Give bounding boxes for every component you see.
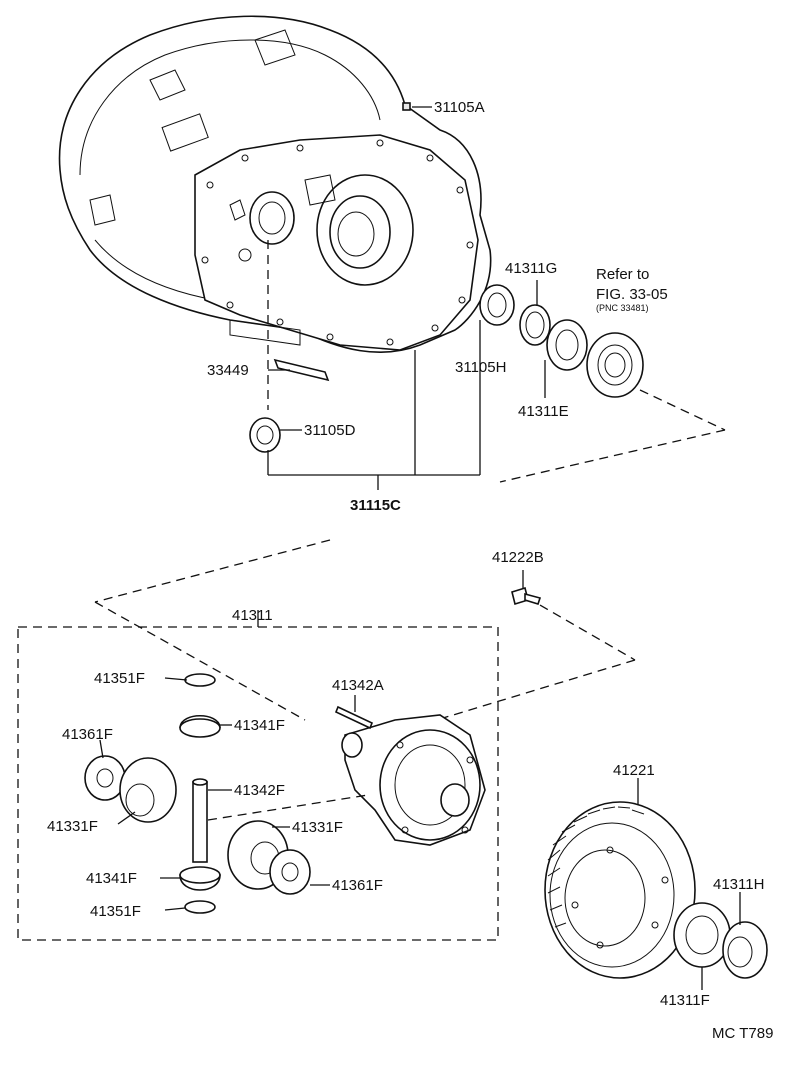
label-refer-fig: FIG. 33-05 [596, 286, 668, 303]
leader-lines-bottom [99, 677, 741, 990]
diagram-code: MC T789 [712, 1025, 773, 1042]
label-31105H: 31105H [455, 359, 506, 376]
dashed-assembly-box-41311 [17, 610, 499, 941]
label-41311G: 41311G [505, 260, 557, 277]
label-41311: 41311 [232, 607, 273, 624]
label-41351F-top: 41351F [94, 670, 145, 687]
pinion-gear-41341F-bottom [179, 866, 221, 891]
bracket-33449 [273, 358, 330, 382]
washer-41351F-top [184, 673, 216, 687]
side-gear-41331F-left [119, 757, 177, 823]
oil-seal-31105H [479, 284, 515, 326]
connector-dashes [94, 539, 636, 726]
part-labels: 31105A 41311G Refer to FIG. 33-05 (PNC 3… [47, 99, 773, 1042]
shim-41311G [519, 304, 551, 346]
pin-41342A [334, 705, 374, 730]
label-31105A: 31105A [434, 99, 485, 116]
label-refer-to: Refer to [596, 266, 649, 283]
transaxle-case [58, 15, 492, 354]
label-31115C: 31115C [350, 497, 401, 514]
washer-41361F-left [84, 755, 126, 801]
label-41331F-left: 41331F [47, 818, 98, 835]
oil-seal-31105D [249, 417, 281, 453]
label-41361F-right: 41361F [332, 877, 383, 894]
label-refer-pnc: (PNC 33481) [596, 303, 649, 313]
label-41341F-bottom: 41341F [86, 870, 137, 887]
ring-gear-41221 [544, 801, 696, 979]
label-31105D: 31105D [304, 422, 356, 439]
label-41222B: 41222B [492, 549, 544, 566]
bolt-41222B [511, 570, 542, 606]
label-41311H: 41311H [713, 876, 764, 893]
label-41331F-right: 41331F [292, 819, 343, 836]
bearing-33-05 [586, 332, 644, 398]
label-41351F-bottom: 41351F [90, 903, 141, 920]
differential-case [341, 714, 486, 846]
bearing-41311F [673, 902, 731, 968]
leader-lines-top [267, 106, 726, 490]
label-41342A: 41342A [332, 677, 384, 694]
shaft-41342F [192, 778, 208, 863]
label-41341F-top: 41341F [234, 717, 285, 734]
shim-41311H [722, 921, 768, 979]
label-33449: 33449 [207, 362, 249, 379]
label-41342F: 41342F [234, 782, 285, 799]
washer-41361F-right [269, 849, 311, 895]
washer-41351F-bottom [184, 900, 216, 914]
label-41311E: 41311E [518, 403, 569, 420]
label-41311F: 41311F [660, 992, 710, 1009]
label-41361F-left: 41361F [62, 726, 113, 743]
plug-31105A [402, 102, 411, 111]
bearing-race-41311E [546, 319, 588, 371]
pinion-gear-41341F-top [179, 715, 221, 738]
label-41221: 41221 [613, 762, 655, 779]
